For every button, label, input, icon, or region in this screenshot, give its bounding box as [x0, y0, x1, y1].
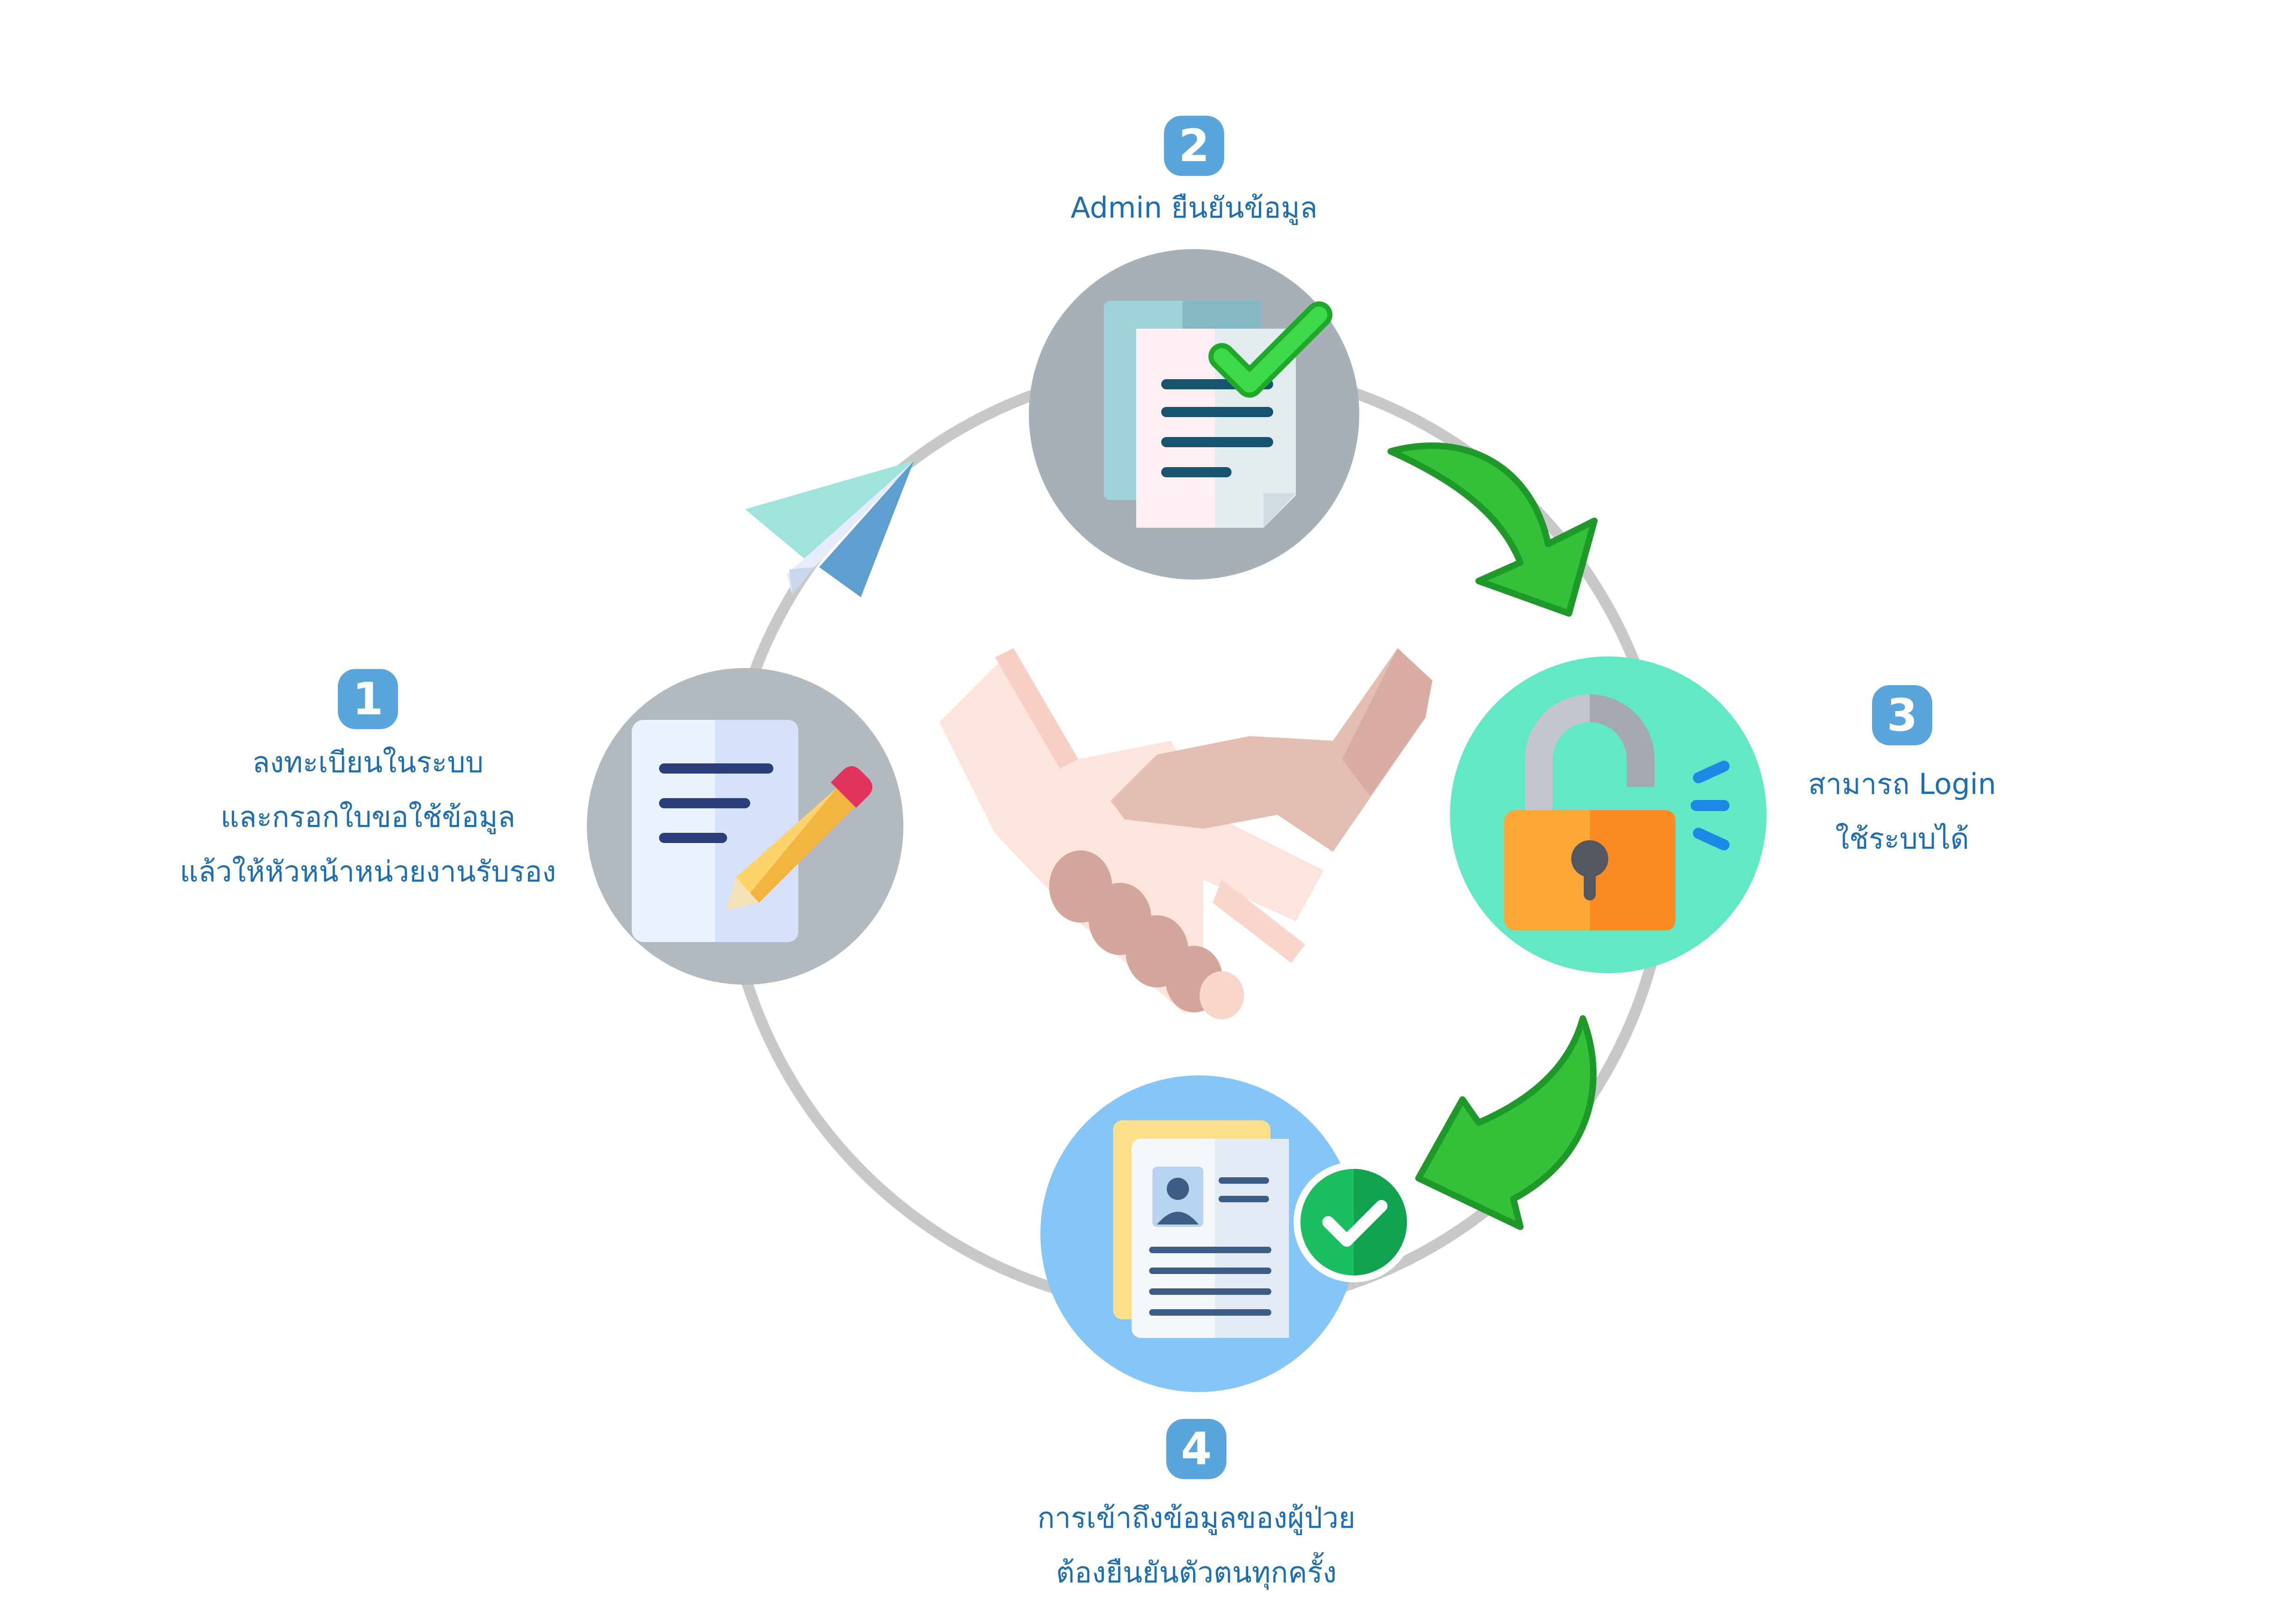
step-4-circle: [1040, 1075, 1414, 1392]
step-1-label-line-1: ลงทะเบียนในระบบ: [252, 745, 484, 779]
unlocked-padlock-icon: [1504, 694, 1730, 931]
step-2-label: Admin ยืนยันข้อมูล: [963, 181, 1425, 235]
green-arrow-icon: [1388, 442, 1598, 617]
handshake-icon: [940, 648, 1432, 1019]
green-arrow-icon: [1415, 1015, 1597, 1230]
paper-plane-icon: [745, 461, 914, 597]
step-4-label-line-1: การเข้าถึงข้อมูลของผู้ป่วย: [1037, 1501, 1356, 1535]
step-4-label: การเข้าถึงข้อมูลของผู้ป่วย ต้องยืนยันตัว…: [942, 1491, 1451, 1600]
step-2-number-badge: 2: [1164, 116, 1224, 176]
step-4-number-badge: 4: [1166, 1419, 1226, 1479]
step-3-label-line-1: สามารถ Login: [1808, 767, 1997, 801]
step-3-label: สามารถ Login ใช้ระบบได้: [1740, 757, 2064, 866]
profile-verified-icon: [1113, 1120, 1414, 1338]
step-1-label: ลงทะเบียนในระบบ และกรอกใบขอใช้ข้อมูล แล้…: [113, 735, 622, 899]
step-2-label-line-1: Admin ยืนยันข้อมูล: [1070, 191, 1318, 225]
document-pencil-icon: [632, 720, 872, 942]
step-1-label-line-2: และกรอกใบขอใช้ข้อมูล: [220, 800, 516, 834]
step-2-circle: [1029, 249, 1359, 580]
step-4-label-line-2: ต้องยืนยันตัวตนทุกครั้ง: [1056, 1555, 1337, 1589]
step-1-circle: [587, 668, 903, 985]
step-3-number-badge: 3: [1872, 685, 1932, 745]
step-1-number-badge: 1: [338, 669, 398, 729]
verified-check-icon: [1294, 1162, 1414, 1282]
step-3-circle: [1450, 656, 1767, 973]
step-1-label-line-3: แล้วให้หัวหน้าหน่วยงานรับรอง: [180, 855, 556, 888]
step-3-label-line-2: ใช้ระบบได้: [1835, 822, 1969, 856]
document-check-icon: [1104, 301, 1332, 528]
